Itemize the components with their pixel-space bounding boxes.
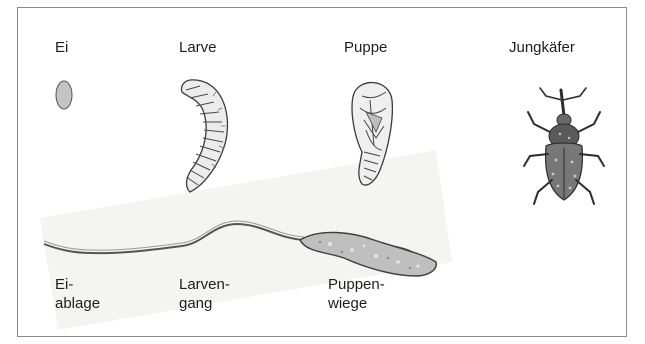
- label-egg-laying: Ei- ablage: [55, 275, 100, 313]
- label-larval-gallery: Larven- gang: [179, 275, 230, 313]
- beetle-drawing: [524, 88, 604, 204]
- scanned-paper-patch: [40, 150, 452, 330]
- larva-drawing: [181, 80, 227, 192]
- egg-drawing: [56, 81, 72, 109]
- label-pupal-chamber: Puppen- wiege: [328, 275, 385, 313]
